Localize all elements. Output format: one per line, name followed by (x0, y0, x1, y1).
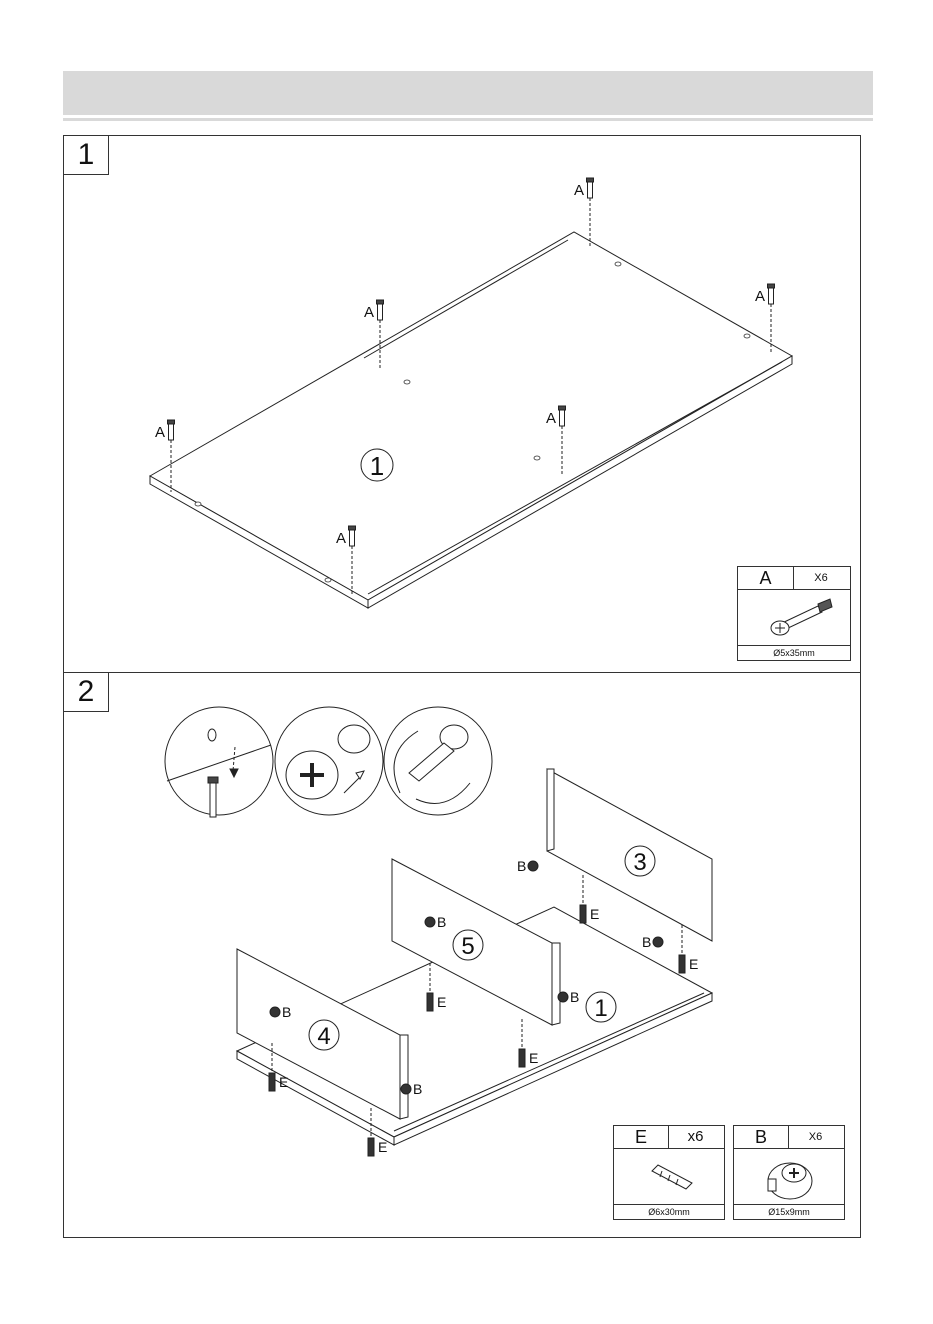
panel-number: 1 (370, 451, 384, 481)
detail-circle-insert-bolt (165, 707, 273, 815)
cam-lock-icon (653, 937, 663, 947)
hardware-label: E (529, 1050, 538, 1066)
cam-lock-icon (528, 861, 538, 871)
hardware-label: B (413, 1081, 422, 1097)
part-quantity: X6 (792, 567, 850, 589)
cam-lock-icon (270, 1007, 280, 1017)
part-letter: B (734, 1126, 789, 1148)
part-quantity: X6 (787, 1126, 844, 1148)
part-size: Ø5x35mm (738, 645, 850, 660)
panel-number: 1 (594, 995, 607, 1022)
step-number: 2 (64, 673, 109, 712)
hardware-label: E (437, 994, 446, 1010)
part-letter: E (614, 1126, 669, 1148)
hardware-label: A (155, 424, 165, 441)
hardware-label: A (755, 288, 765, 305)
part-b-box: B X6 Ø15x9mm (733, 1125, 845, 1220)
hardware-label: B (517, 858, 526, 874)
wooden-dowel-icon (614, 1149, 724, 1205)
hardware-label: E (378, 1139, 387, 1155)
part-a-box: A X6 Ø5x35mm (737, 566, 851, 661)
hardware-label: B (282, 1004, 291, 1020)
dowel-icon (679, 925, 685, 973)
panel-number: 4 (317, 1023, 330, 1050)
cam-lock-icon (558, 992, 568, 1002)
part-e-box: E x6 Ø6x30mm (613, 1125, 725, 1220)
cam-bolt-icon (768, 284, 775, 352)
hardware-label: B (642, 934, 651, 950)
hardware-label: E (590, 906, 599, 922)
panel-number: 3 (633, 849, 646, 876)
part-size: Ø15x9mm (734, 1204, 844, 1219)
header-rule (63, 118, 873, 121)
cam-bolt-icon (738, 590, 850, 646)
hardware-label: A (546, 410, 556, 427)
hardware-label: A (364, 304, 374, 321)
cam-lock-icon (734, 1149, 844, 1205)
cam-lock-icon (425, 917, 435, 927)
cam-bolt-icon (587, 178, 594, 246)
hardware-label: B (437, 914, 446, 930)
part-letter: A (738, 567, 794, 589)
part-quantity: x6 (667, 1126, 724, 1148)
part-size: Ø6x30mm (614, 1204, 724, 1219)
header-bar (63, 71, 873, 115)
hardware-label: E (279, 1074, 288, 1090)
step-number: 1 (64, 136, 109, 175)
panel-number: 5 (461, 933, 474, 960)
hardware-label: A (574, 182, 584, 199)
dowel-icon (580, 875, 586, 923)
hardware-label: B (570, 989, 579, 1005)
hardware-label: A (336, 530, 346, 547)
cam-lock-icon (401, 1084, 411, 1094)
hardware-label: E (689, 956, 698, 972)
step-1-panel: A A A A A A 1 1 A X6 Ø5x35mm (63, 135, 861, 673)
